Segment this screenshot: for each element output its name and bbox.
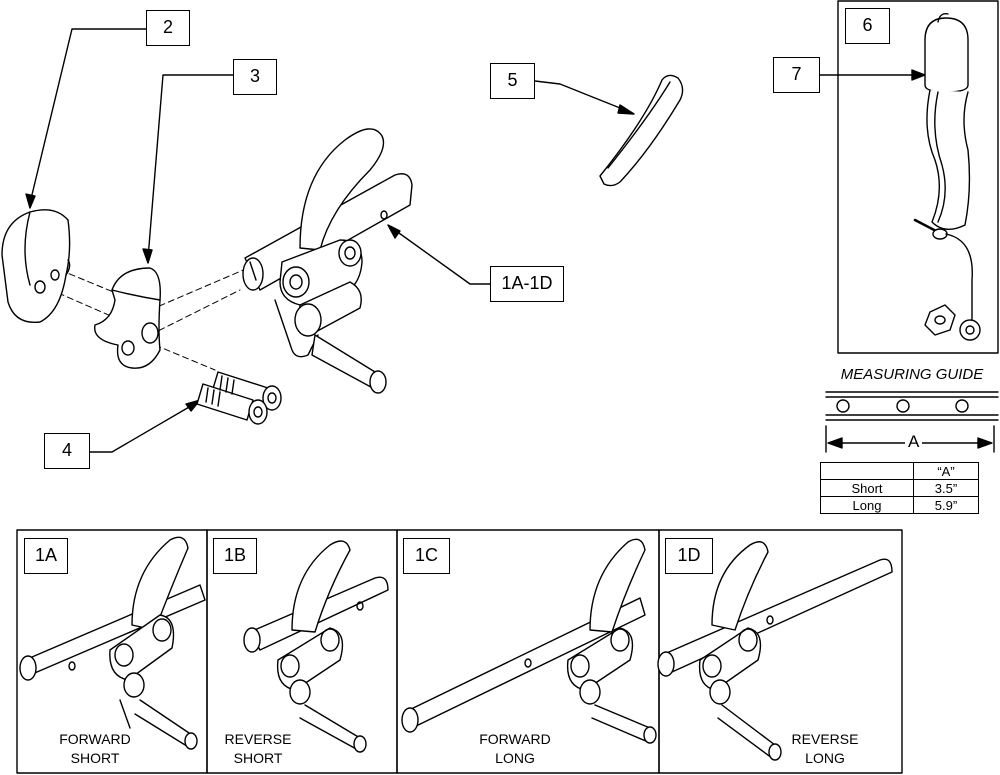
- dimension-a-label: A: [905, 432, 923, 452]
- table-row: Short 3.5”: [820, 479, 979, 497]
- table-row: Long 5.9”: [820, 496, 979, 514]
- callout-2: 2: [146, 10, 190, 46]
- variant-1d-drawing: [657, 541, 893, 761]
- leader-lines: [25, 28, 926, 453]
- variant-1d-label: 1D: [665, 538, 713, 574]
- callout-3: 3: [233, 59, 277, 95]
- clamp-half-part-2: [1, 209, 71, 324]
- table-header-row: “A”: [820, 462, 979, 480]
- clamp-knob-part-3: [94, 267, 161, 369]
- variant-1a-drawing: [19, 536, 206, 750]
- table-cell: 3.5”: [913, 479, 979, 497]
- measuring-guide-title: MEASURING GUIDE: [840, 366, 984, 383]
- variant-1b-caption-line2: SHORT: [233, 750, 283, 766]
- variant-1b-drawing: [243, 540, 389, 753]
- variant-1c-drawing: [401, 538, 657, 744]
- table-header-cell: [820, 462, 914, 480]
- table-header-cell: “A”: [913, 462, 979, 480]
- callout-6: 6: [845, 8, 890, 44]
- table-cell: Short: [820, 479, 914, 497]
- measuring-rail: [825, 391, 999, 453]
- variant-1b-caption-line1: REVERSE: [224, 731, 292, 747]
- brake-pad-part-5: [599, 74, 684, 187]
- variant-1a-caption-line1: FORWARD: [59, 731, 131, 747]
- variant-1a-caption-line2: SHORT: [70, 750, 120, 766]
- brake-assembly-main: [242, 128, 413, 394]
- callout-4: 4: [44, 433, 90, 469]
- measuring-guide-table: “A” Short 3.5” Long 5.9”: [820, 462, 979, 514]
- screws-part-4: [196, 371, 282, 425]
- variant-1c-caption-line2: LONG: [495, 750, 535, 766]
- variant-1a-label: 1A: [24, 538, 68, 574]
- variant-1b-label: 1B: [213, 538, 257, 574]
- bumper-strap-part-7: [913, 12, 981, 341]
- variant-1d-caption-line2: LONG: [805, 750, 845, 766]
- assembly-dashed-lines: [39, 267, 249, 371]
- callout-5: 5: [490, 63, 535, 99]
- callout-1a-1d: 1A-1D: [490, 266, 564, 302]
- variant-1d-caption-line1: REVERSE: [791, 731, 859, 747]
- variant-frames: [16, 529, 903, 774]
- table-cell: 5.9”: [913, 496, 979, 514]
- variant-1c-caption-line1: FORWARD: [479, 731, 551, 747]
- table-cell: Long: [820, 496, 914, 514]
- callout-7: 7: [773, 57, 820, 93]
- variant-1c-label: 1C: [403, 538, 450, 574]
- box-6-frame: [837, 0, 999, 354]
